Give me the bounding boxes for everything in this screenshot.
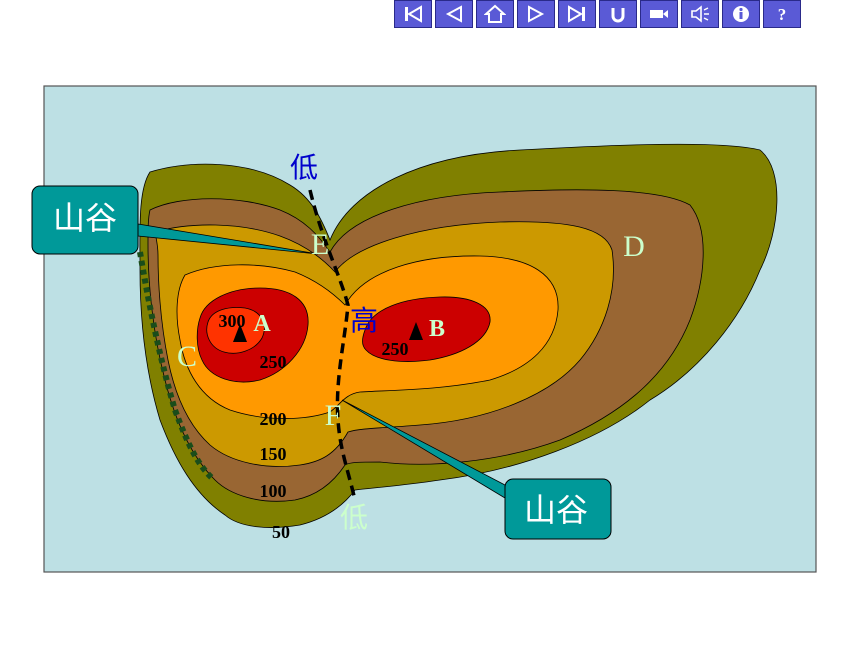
skip-to-end-icon: [568, 5, 585, 23]
contour-value-200: 200: [260, 409, 287, 429]
return-icon: [611, 8, 625, 23]
ridge-dashed-line: [308, 189, 357, 501]
contour-value-100: 100: [260, 481, 287, 501]
point-label-f: F: [325, 399, 342, 432]
callout-box-bottom: [504, 478, 612, 540]
info-button[interactable]: [722, 0, 760, 28]
next-slide-button[interactable]: [517, 0, 555, 28]
ridge-label-low-bottom: 低: [340, 502, 368, 534]
last-slide-button[interactable]: [558, 0, 596, 28]
sound-button[interactable]: [681, 0, 719, 28]
previous-slide-button[interactable]: [435, 0, 473, 28]
peak-b-triangle-icon: [409, 322, 423, 340]
info-icon: [733, 6, 749, 22]
ridge-label-low-top: 低: [290, 152, 318, 184]
point-label-c: C: [177, 340, 197, 373]
next-icon: [528, 5, 545, 23]
camera-icon: [650, 10, 668, 18]
valley-dotted-line: [137, 251, 215, 481]
contour-value-250-a: 250: [260, 352, 287, 372]
help-button[interactable]: ?: [763, 0, 801, 28]
contour-band-250-b: [362, 296, 491, 362]
svg-text:?: ?: [778, 5, 787, 24]
contour-band-300-a: [206, 307, 265, 354]
video-button[interactable]: [640, 0, 678, 28]
callout-label-bottom: 山谷: [524, 492, 588, 528]
callout-label-top: 山谷: [53, 200, 117, 236]
callout-box-top: [31, 185, 139, 255]
point-label-d: D: [623, 230, 645, 263]
point-label-e: E: [311, 228, 329, 261]
question-icon: ?: [778, 5, 787, 24]
skip-to-start-icon: [405, 5, 422, 23]
return-button[interactable]: [599, 0, 637, 28]
contour-value-300: 300: [219, 311, 246, 331]
point-label-b: B: [429, 316, 445, 342]
speaker-icon: [691, 5, 709, 23]
point-label-a: A: [253, 311, 271, 337]
navigation-toolbar: ?: [394, 0, 801, 28]
peak-a-triangle-icon: [233, 324, 247, 342]
ridge-label-high: 高: [350, 305, 378, 337]
contour-value-250-b: 250: [382, 339, 409, 359]
home-button[interactable]: [476, 0, 514, 28]
first-slide-button[interactable]: [394, 0, 432, 28]
home-icon: [484, 4, 506, 23]
previous-icon: [445, 5, 462, 23]
contour-value-150: 150: [260, 444, 287, 464]
contour-value-50: 50: [272, 522, 290, 542]
